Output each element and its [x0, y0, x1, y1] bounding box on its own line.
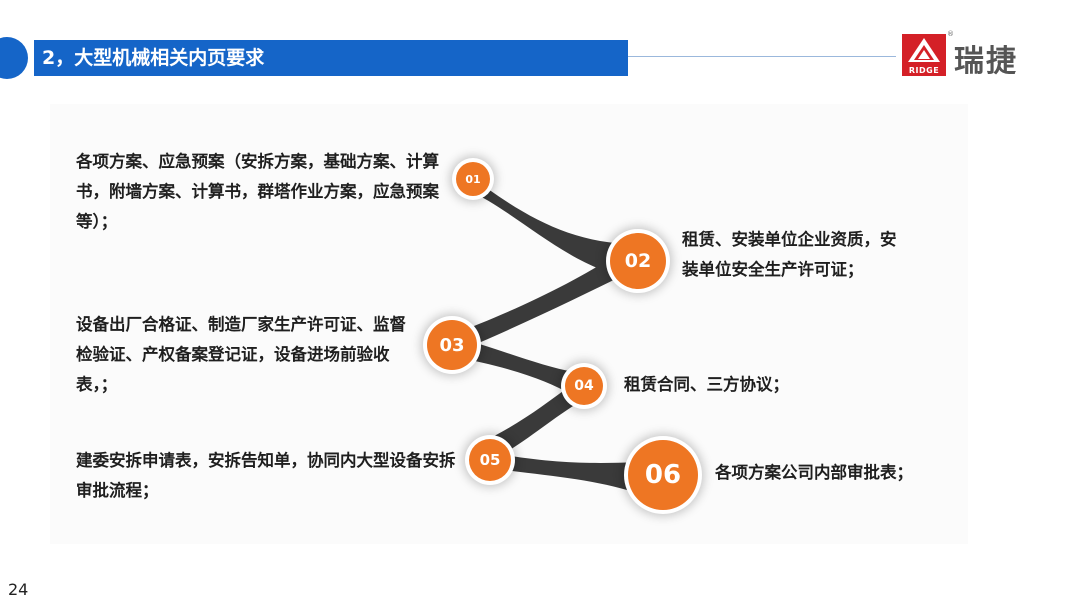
- content-panel: 01 02 03 04 05 06 各项方案、应急预案（安拆方案，基础方案、计算…: [50, 104, 968, 544]
- step-node-02: 02: [610, 233, 666, 289]
- title-bar: 2，大型机械相关内页要求: [34, 40, 628, 76]
- connector-lines: [448, 174, 640, 494]
- step-text-01: 各项方案、应急预案（安拆方案，基础方案、计算书，附墙方案、计算书，群塔作业方案，…: [76, 152, 439, 231]
- step-number: 01: [465, 172, 481, 186]
- step-number: 06: [644, 460, 682, 490]
- registered-mark: ®: [947, 30, 954, 38]
- step-text-06: 各项方案公司内部审批表；: [715, 463, 913, 482]
- company-logo: RIDGE ® 瑞捷: [902, 30, 1052, 80]
- page-number: 24: [8, 580, 29, 599]
- header-divider: [628, 56, 896, 57]
- step-number: 03: [439, 334, 465, 356]
- logo-mark-label: RIDGE: [908, 66, 940, 75]
- step-number: 02: [624, 250, 652, 272]
- step-number: 04: [574, 378, 594, 394]
- step-text-02: 租赁、安装单位企业资质，安装单位安全生产许可证；: [682, 230, 897, 279]
- step-text-05: 建委安拆申请表，安拆告知单，协同内大型设备安拆审批流程；: [76, 451, 456, 500]
- logo-mark-icon: RIDGE: [902, 34, 946, 76]
- page-title: 2，大型机械相关内页要求: [42, 47, 265, 69]
- step-text-04: 租赁合同、三方协议；: [624, 375, 789, 394]
- step-node-06: 06: [628, 440, 698, 510]
- logo-text: 瑞捷: [954, 44, 1018, 79]
- title-accent-circle: [0, 37, 28, 79]
- step-number: 05: [479, 451, 501, 469]
- step-text-03: 设备出厂合格证、制造厂家生产许可证、监督检验证、产权备案登记证，设备进场前验收表…: [76, 315, 406, 394]
- step-node-03: 03: [427, 320, 477, 370]
- step-node-01: 01: [456, 162, 490, 196]
- step-node-04: 04: [565, 367, 603, 405]
- step-node-05: 05: [469, 439, 511, 481]
